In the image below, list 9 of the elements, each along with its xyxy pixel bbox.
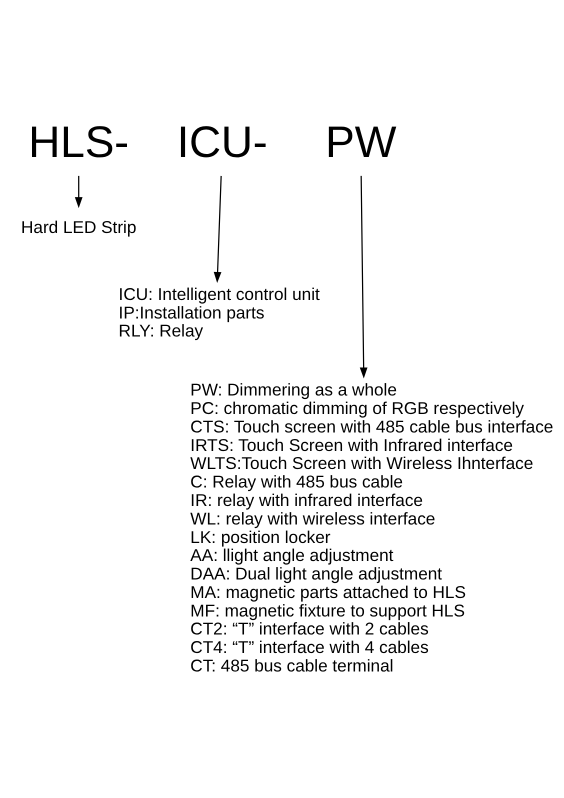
- node-text: ICU-: [176, 118, 268, 168]
- node-text: HLS-: [28, 118, 129, 168]
- node-text: PW: Dimmering as a whole PC: chromatic dimming of RGB respectively CTS: Touch screen with 485 cable bus interface IRTS: Touch Screen with Infrared interface WLTS:Touch Screen with Wireless Ihnterface C: Relay with 485 bus cable IR: relay with infrared interface WL: relay with wireless interface LK: position locker AA: llight angle adjustment DAA: Dual light angle adjustment MA: magnetic parts attached to HLS MF: magnetic fixture to support HLS CT2: “T” interface with 2 cables CT4: “T” interface with 4 cables CT: 485 bus cable terminal: [190, 380, 554, 676]
- arrow: [214, 176, 222, 284]
- node-text: PW: [325, 118, 396, 168]
- arrow: [74, 176, 83, 208]
- arrow: [360, 176, 368, 379]
- node-text: Hard LED Strip: [21, 217, 136, 238]
- node-text: ICU: Intelligent control unit IP:Installation parts RLY: Relay: [118, 284, 320, 341]
